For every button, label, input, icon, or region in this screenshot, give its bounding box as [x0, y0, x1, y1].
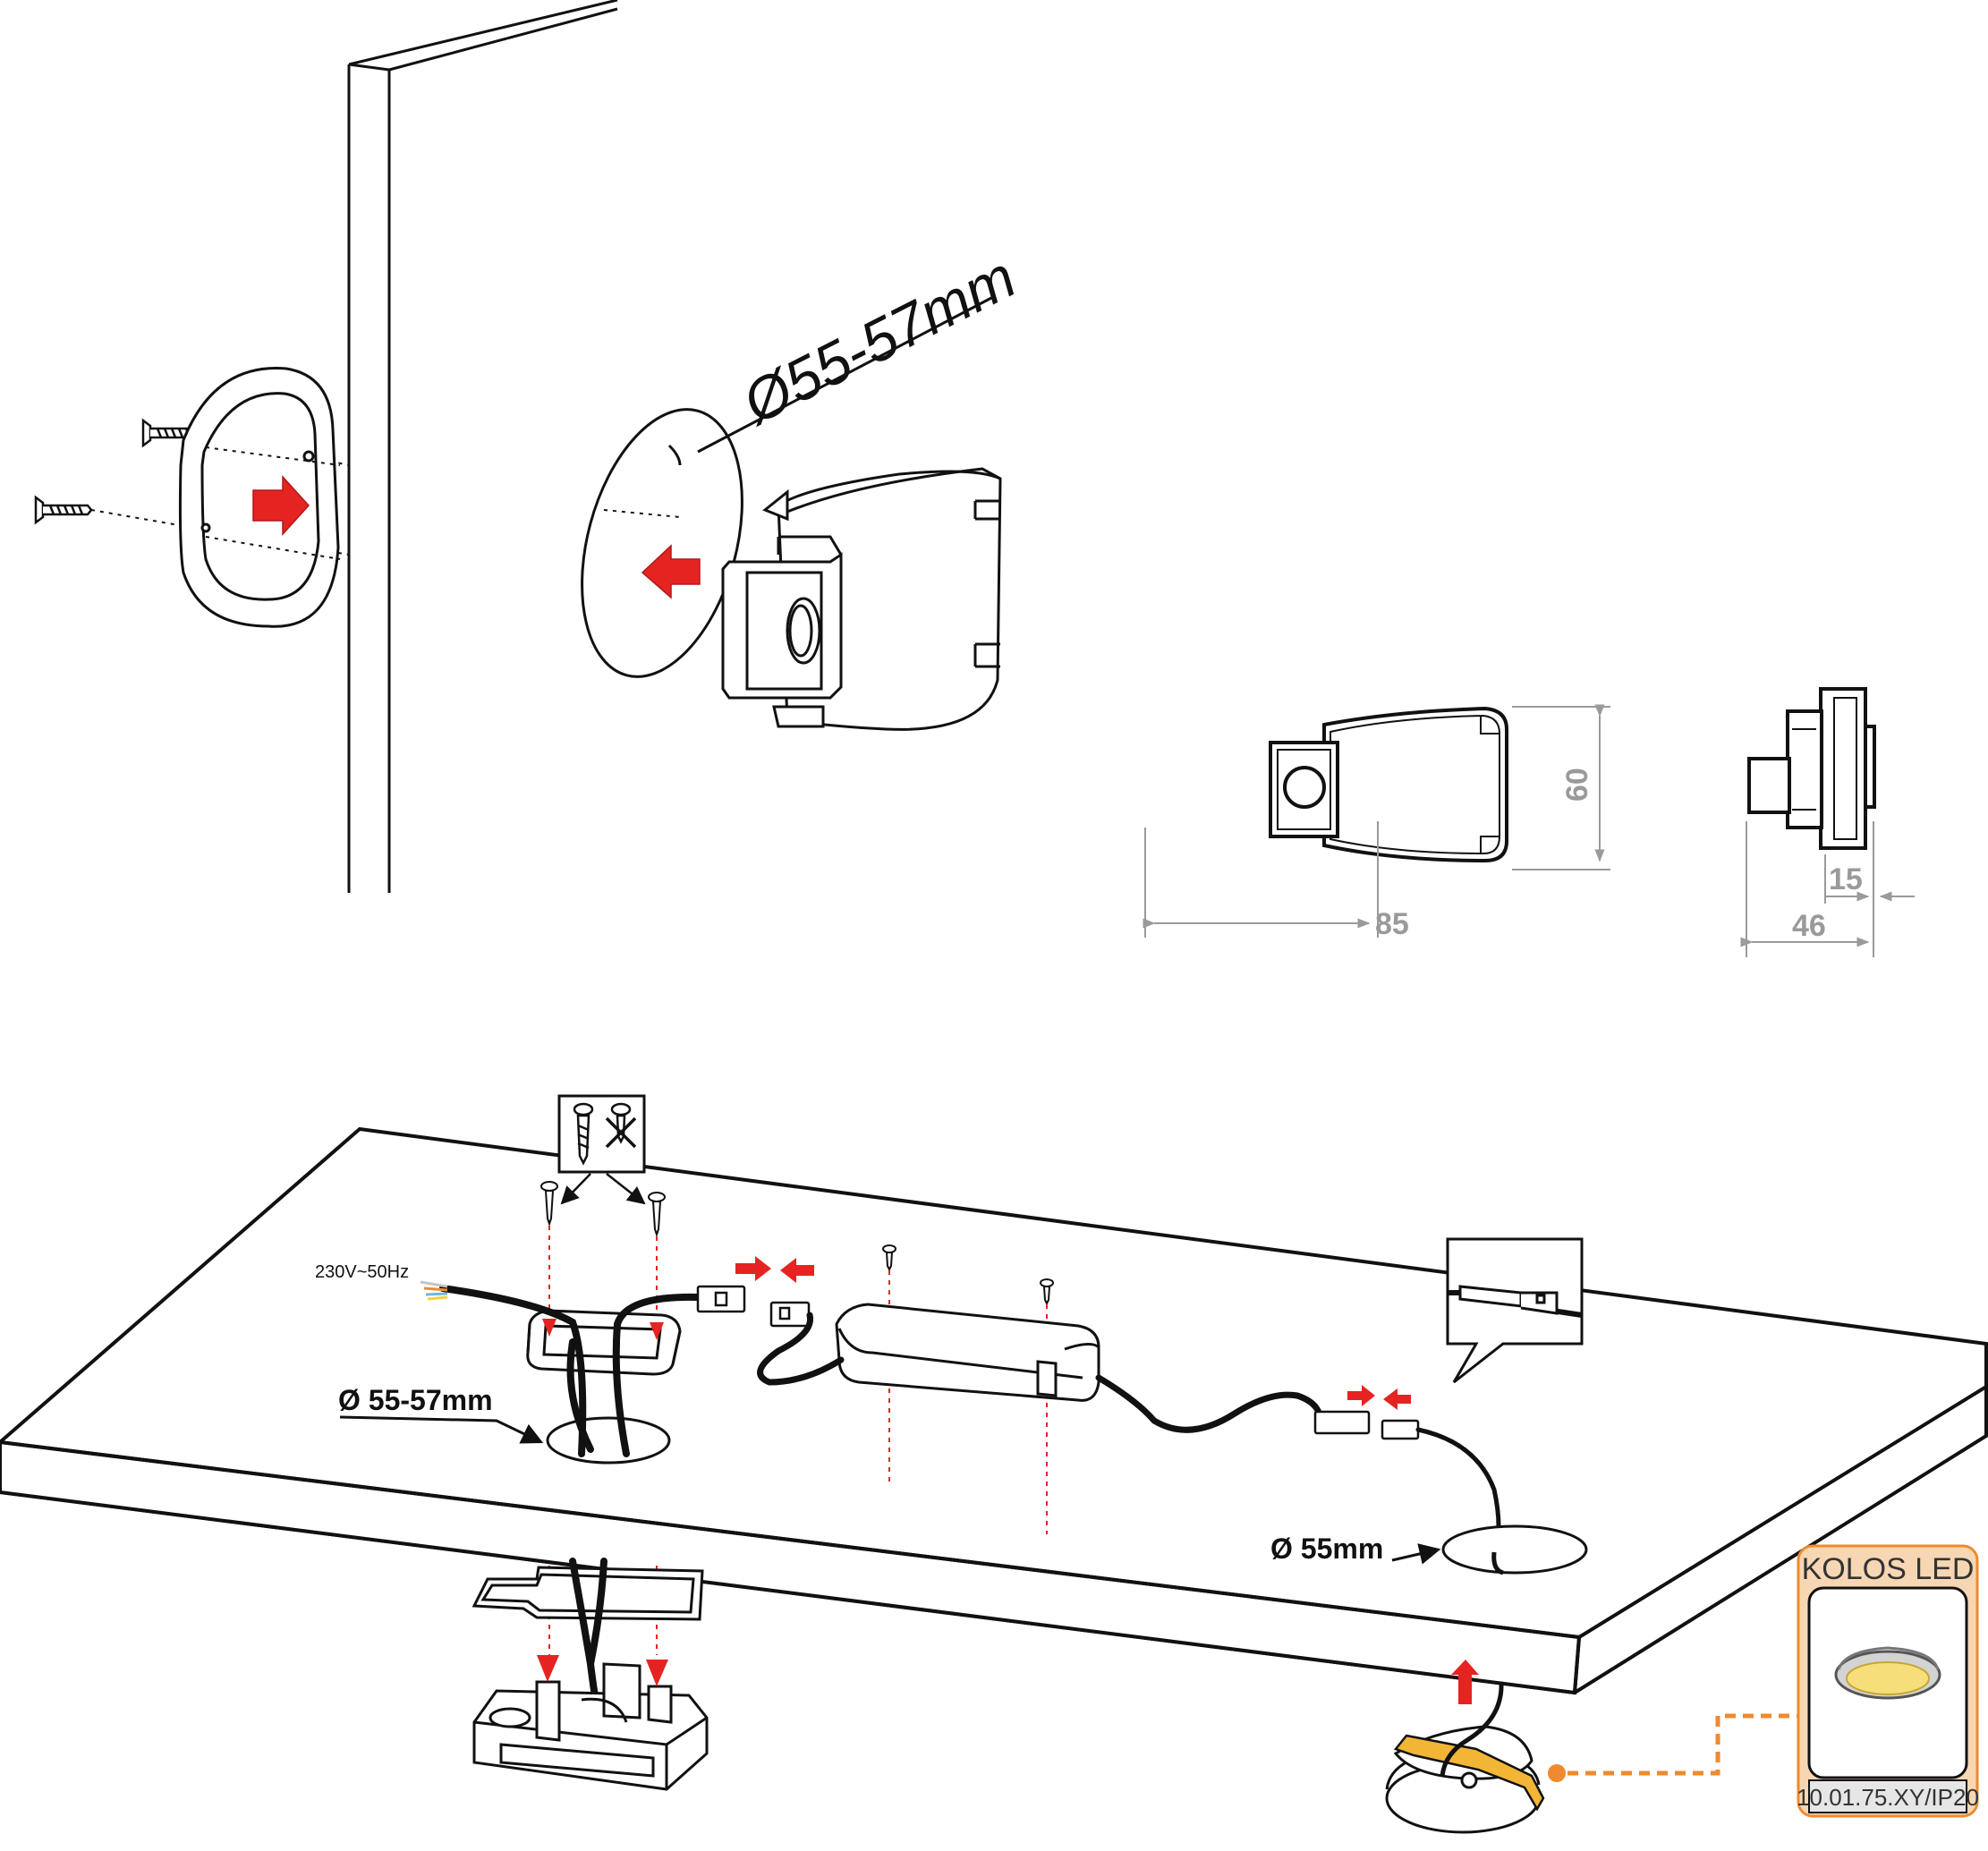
red-arrow-left [641, 544, 701, 599]
screw-type-legend [557, 1094, 646, 1174]
red-guide-lines [548, 1226, 1048, 1655]
led-fixture-thumbnail [1834, 1646, 1941, 1700]
legend-arrows [560, 1173, 646, 1205]
flat-head-screw-icon [573, 1102, 594, 1166]
mounting-screw [34, 495, 93, 525]
wall-panel [347, 0, 618, 893]
shelf-panel [0, 1126, 1988, 1695]
power-label: 230V~50Hz [315, 1262, 409, 1282]
crossed-screw-icon [605, 1102, 637, 1149]
red-arrow-right [252, 475, 310, 536]
wall-diameter-label: Ø55-57mm [731, 243, 1026, 437]
connector-detail-callout [1446, 1237, 1584, 1384]
power-cables [439, 1285, 701, 1457]
driver-screw [1040, 1278, 1054, 1306]
connector-female [769, 1301, 811, 1328]
front-dimension-lines [1143, 704, 1610, 938]
dimension-depth-label: 46 [1792, 909, 1826, 943]
fixture-link-line [1567, 1713, 1798, 1776]
hole-left-leader [339, 1415, 544, 1444]
switch-front-view [1269, 706, 1508, 863]
connector-male [696, 1285, 746, 1313]
cover-screw [648, 1192, 666, 1238]
red-screw-arrows [542, 1319, 664, 1340]
driver-output-cable [1095, 1374, 1324, 1433]
product-badge: KOLOS LED 10.01.75.XY/IP20 [1797, 1544, 1979, 1818]
switch-device-3d [721, 467, 1002, 731]
hole-right-label: Ø 55mm [1270, 1533, 1383, 1565]
diameter-leader-line [697, 295, 994, 454]
dimension-width-label: 85 [1375, 907, 1409, 941]
hole-left-label: Ø 55-57mm [338, 1384, 493, 1416]
fixture-marker-dot [1548, 1764, 1566, 1782]
dimension-thickness-label: 15 [1829, 862, 1863, 896]
led-up-arrow [1451, 1660, 1479, 1704]
connector-right-female [1381, 1419, 1420, 1440]
switch-back-housing [472, 1662, 709, 1791]
switch-side-view [1747, 687, 1876, 850]
led-driver [835, 1303, 1100, 1402]
hole-right-leader [1391, 1543, 1441, 1565]
connector-right-male [1313, 1410, 1371, 1435]
cable-hole-left [546, 1416, 671, 1465]
led-cable-down [1440, 1681, 1504, 1777]
side-dimension-lines [1740, 821, 1915, 957]
dimension-height-label: 60 [1560, 768, 1594, 802]
connect-arrows-left [735, 1256, 814, 1283]
cover-screw [540, 1181, 558, 1227]
rear-mount-frame [472, 1566, 704, 1621]
power-input-wires [420, 1280, 448, 1301]
product-name: KOLOS LED [1802, 1552, 1975, 1586]
driver-input-cable [757, 1312, 845, 1386]
led-cable-through-hole [1491, 1551, 1504, 1575]
product-code: 10.01.75.XY/IP20 [1797, 1784, 1979, 1811]
cable-hole-right [1441, 1524, 1588, 1575]
disc-guide-line [603, 509, 681, 518]
led-fixture [1385, 1725, 1541, 1834]
connect-arrows-right [1347, 1385, 1411, 1410]
driver-screw [882, 1244, 896, 1272]
rear-red-arrows [537, 1655, 668, 1686]
